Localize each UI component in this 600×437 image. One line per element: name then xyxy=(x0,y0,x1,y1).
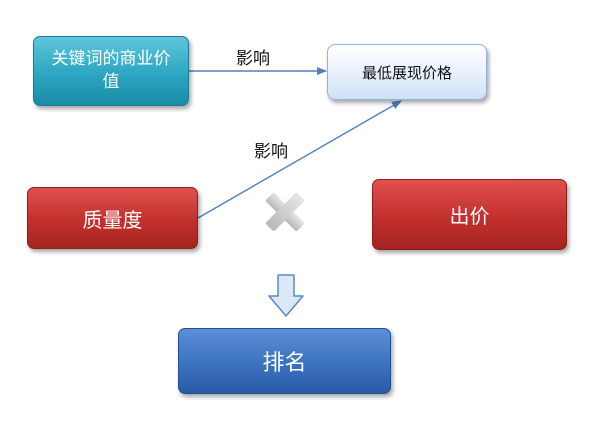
ranking-label: 排名 xyxy=(262,351,307,376)
keyword-value-node: 关键词的商业价值 xyxy=(33,36,189,106)
arrow-quality-to-min-price xyxy=(197,100,402,219)
quality-score-node: 质量度 xyxy=(27,187,198,249)
multiply-icon xyxy=(266,193,304,231)
min-display-price-label: 最低展现价格 xyxy=(361,63,452,82)
down-arrow-icon xyxy=(268,274,304,317)
min-display-price-node: 最低展现价格 xyxy=(327,44,487,100)
quality-score-label: 质量度 xyxy=(82,207,143,232)
influence-label-top: 影响 xyxy=(236,49,270,69)
keyword-value-label: 关键词的商业价值 xyxy=(51,49,171,92)
bid-node: 出价 xyxy=(372,179,567,250)
influence-label-middle: 影响 xyxy=(254,142,288,162)
bid-label: 出价 xyxy=(449,204,490,228)
ranking-node: 排名 xyxy=(178,328,391,394)
